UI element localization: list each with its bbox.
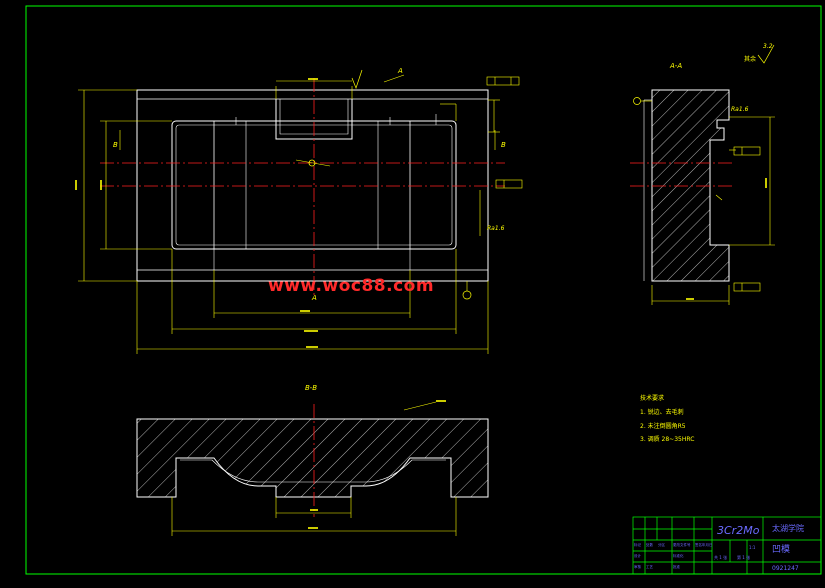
svg-text:年月日: 年月日 — [702, 542, 713, 547]
section-aa-view: A-A Ra1.6 — [630, 62, 775, 305]
surface-finish-other-label: 其余 — [744, 55, 756, 63]
section-aa-body — [651, 89, 730, 282]
svg-text:批准: 批准 — [673, 564, 681, 569]
plan-outer-block — [136, 89, 489, 282]
svg-text:签名: 签名 — [695, 542, 702, 547]
datum-symbol-plan — [462, 290, 472, 300]
section-aa-tolerance-frame-1 — [733, 146, 761, 156]
section-bb-view: B-B — [136, 384, 489, 536]
title-sheet: 第 1 张 — [737, 554, 750, 560]
section-aa-title: A-A — [669, 62, 682, 70]
title-block — [632, 516, 822, 575]
surface-finish-value: 3.2 — [763, 43, 773, 50]
tech-req-item-2: 2. 未注倒圆角R5 — [640, 422, 686, 430]
tech-req-item-1: 1. 锐边、去毛刺 — [640, 408, 684, 416]
svg-text:标记: 标记 — [634, 542, 642, 547]
title-scale: 1:1 — [749, 545, 756, 550]
cut-label-b-left: B — [113, 141, 118, 149]
technical-requirements: 技术要求 1. 锐边、去毛刺 2. 未注倒圆角R5 3. 调质 28~35HRC — [640, 394, 694, 443]
plan-roughness-callout: Ra1.6 — [487, 225, 505, 232]
title-part-name: 凹模 — [772, 544, 790, 555]
datum-symbol-aa — [633, 97, 641, 105]
title-material: 3Cr2Mo — [717, 524, 760, 537]
section-aa-tolerance-frame-2 — [733, 282, 761, 292]
plan-dimensions — [78, 80, 500, 354]
tech-req-title: 技术要求 — [640, 394, 664, 402]
cut-label-b-right: B — [501, 141, 506, 149]
plan-tolerance-frame-2 — [495, 179, 523, 189]
svg-text:处数: 处数 — [646, 542, 654, 547]
plan-tolerance-frame-1 — [486, 76, 520, 86]
title-school: 太湖学院 — [772, 523, 804, 533]
section-aa-dimensions — [651, 116, 775, 305]
svg-text:设计: 设计 — [634, 553, 642, 558]
drawing-border — [25, 5, 822, 575]
title-drawing-number: 0921247 — [772, 565, 799, 572]
section-bb-dimensions — [171, 401, 457, 536]
svg-text:标准化: 标准化 — [673, 553, 684, 558]
title-block-grid-text: 标记 处数 分区 更改文件号 签名 年月日 设计 标准化 审核 工艺 批准 — [634, 542, 713, 569]
tech-req-item-3: 3. 调质 28~35HRC — [640, 435, 694, 443]
svg-text:工艺: 工艺 — [646, 564, 654, 569]
section-bb-body — [136, 418, 489, 498]
cut-label-a-bottom: A — [311, 294, 317, 302]
section-aa-roughness: Ra1.6 — [731, 106, 749, 113]
watermark-text: www.woc88.com — [268, 276, 435, 296]
section-bb-title: B-B — [305, 384, 317, 392]
plan-roughness-symbol — [351, 69, 363, 90]
svg-text:更改文件号: 更改文件号 — [673, 542, 691, 547]
svg-text:审核: 审核 — [634, 564, 642, 569]
title-sheets-total: 共 1 张 — [714, 554, 727, 560]
surface-finish-note: 其余 3.2 — [744, 43, 775, 64]
cut-label-a-top: A — [397, 67, 403, 75]
svg-text:分区: 分区 — [658, 542, 666, 547]
plan-view: A A B B Ra1.6 — [75, 67, 523, 354]
